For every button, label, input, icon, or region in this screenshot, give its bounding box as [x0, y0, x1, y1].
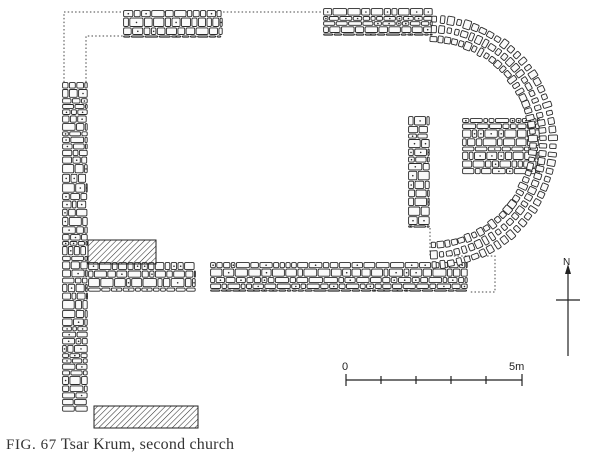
west-wall: [62, 82, 88, 412]
scale-end-label: 5m: [509, 361, 525, 373]
figure-caption: FIG. 67 Tsar Krum, second church: [6, 436, 234, 454]
hatched-block-west: [87, 239, 157, 265]
apse: [429, 15, 559, 269]
north-wall-east: [323, 8, 433, 36]
south-wall-west: [88, 262, 196, 292]
north-wall-west: [123, 10, 223, 38]
reconstructed-outline: [63, 11, 496, 293]
south-wall-east: [210, 262, 468, 292]
inner-pier: [408, 116, 430, 228]
figure-number: FIG. 67: [6, 437, 57, 453]
hatched-block-south: [93, 405, 199, 429]
scale-start-label: 0: [342, 361, 349, 373]
north-label: N: [563, 257, 571, 268]
figure-title: Tsar Krum, second church: [60, 436, 235, 453]
scale-bar: [345, 374, 523, 386]
masonry-walls: [62, 8, 559, 412]
north-arrow: [556, 264, 580, 356]
